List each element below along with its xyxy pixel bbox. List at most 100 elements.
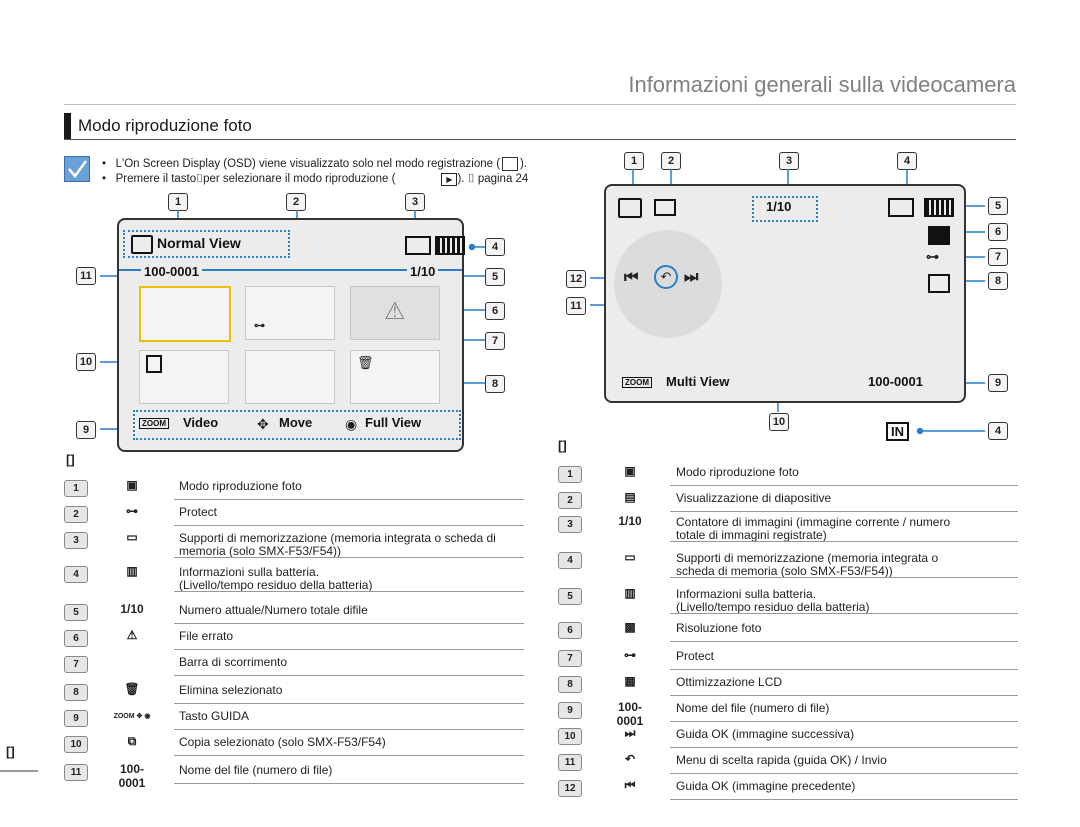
key-icon: ⊶	[254, 320, 265, 332]
table-row: 2▤Visualizzazione di diapositive	[558, 490, 1018, 512]
r-callout-5: 5	[988, 197, 1008, 215]
resolution-icon: ▩	[624, 620, 636, 634]
photo-mode-icon	[502, 157, 519, 171]
row-divider	[670, 747, 1018, 748]
next-icon[interactable]: ⏭	[684, 269, 699, 286]
row-text: Modo riproduzione foto	[676, 465, 799, 479]
guide-move: Move	[279, 415, 313, 430]
row-number: 1	[64, 480, 88, 497]
table-row: 6▩Risoluzione foto	[558, 620, 1018, 642]
row-divider	[174, 729, 524, 730]
row-number: 2	[558, 492, 582, 509]
callout-8: 8	[485, 375, 505, 393]
prev-icon[interactable]: ⏮	[624, 269, 639, 286]
ok-icon: ◉	[345, 416, 358, 432]
page-marker: []	[6, 744, 15, 759]
row-divider	[670, 485, 1018, 486]
table-row: 10⏭Guida OK (immagine successiva)	[558, 726, 1018, 748]
row-divider	[174, 557, 524, 558]
row-number: 3	[558, 516, 582, 533]
row-number: 3	[64, 532, 88, 549]
r-callout-10: 10	[769, 413, 789, 431]
counter-box	[752, 196, 818, 222]
lcd-icon: ▦	[624, 674, 636, 688]
row-number: 5	[64, 604, 88, 621]
thumb-1-selected[interactable]	[139, 286, 231, 342]
table-row: 4▥Informazioni sulla batteria.(Livello/t…	[64, 564, 524, 592]
photo-mode-icon: ▣	[126, 478, 138, 492]
key-icon: ⊶	[926, 249, 939, 264]
callout-10: 10	[76, 353, 96, 371]
row-text: Contatore di immagini (immagine corrente…	[676, 515, 951, 542]
thumb-6[interactable]: 🗑	[350, 350, 440, 404]
thumb-2[interactable]: ⊶	[245, 286, 335, 340]
callout-4: 4	[485, 238, 505, 256]
thumb-5[interactable]	[245, 350, 335, 404]
row-number: 8	[64, 684, 88, 701]
memory-card-icon	[405, 236, 431, 255]
row-text-2: scheda di memoria (solo SMX-F53/F54))	[676, 564, 893, 578]
row-divider	[670, 541, 1018, 542]
table-row: 8▦Ottimizzazione LCD	[558, 674, 1018, 696]
row-divider	[670, 669, 1018, 670]
return-icon[interactable]: ↶	[654, 265, 678, 289]
row-text: Visualizzazione di diapositive	[676, 491, 832, 505]
footer-line	[0, 770, 38, 772]
mode-label: Normal View	[157, 235, 241, 251]
row-number: 10	[558, 728, 582, 745]
copy-icon	[146, 355, 162, 373]
table-row: 3▭Supporti di memorizzazione (memoria in…	[64, 530, 524, 558]
row-divider	[670, 721, 1018, 722]
row-number: 6	[64, 630, 88, 647]
row-number: 5	[558, 588, 582, 605]
row-divider	[174, 649, 524, 650]
key-icon: ⊶	[624, 648, 636, 662]
scroll-line	[119, 269, 462, 271]
row-number: 11	[64, 764, 88, 781]
callout-11: 11	[76, 267, 96, 285]
r-callout-1: 1	[624, 152, 644, 170]
row-divider	[174, 525, 524, 526]
row-divider	[670, 577, 1018, 578]
row-divider	[670, 613, 1018, 614]
right-table-marker: []	[558, 438, 567, 453]
table-row: 5▥Informazioni sulla batteria.(Livello/t…	[558, 586, 1018, 614]
left-table-marker: []	[66, 452, 75, 467]
row-text-2: (Livello/tempo residuo della batteria)	[179, 578, 373, 592]
counter: 1/10	[407, 264, 439, 279]
thumb-error[interactable]: ⚠	[350, 286, 440, 340]
row-text: Protect	[179, 505, 218, 519]
key-icon: ⊶	[126, 504, 138, 518]
row-number: 11	[558, 754, 582, 771]
memory-card-icon	[888, 198, 914, 217]
r-multi-view: Multi View	[666, 374, 730, 389]
row-divider	[670, 773, 1018, 774]
mode-button-icon: ⌷	[196, 173, 204, 186]
r-callout-12: 12	[566, 270, 586, 288]
callout-3: 3	[405, 193, 425, 211]
row-number: 2	[64, 506, 88, 523]
row-number: 12	[558, 780, 582, 797]
table-row: 6⚠File errato	[64, 628, 524, 650]
table-row: 11↶Menu di scelta rapida (guida OK) / In…	[558, 752, 1018, 774]
callout-1: 1	[168, 193, 188, 211]
row-number: 7	[64, 656, 88, 673]
photo-mode-icon: ▣	[624, 464, 636, 478]
row-text: Informazioni sulla batteria.(Livello/tem…	[179, 565, 373, 592]
row-divider	[174, 591, 524, 592]
r-zoom-icon: ZOOM	[622, 377, 652, 388]
r-counter: 1/10	[766, 199, 792, 214]
row-icon-text: 100-0001	[118, 762, 146, 790]
row-divider	[174, 755, 524, 756]
row-divider	[670, 511, 1018, 512]
move-icon: ✥	[257, 416, 269, 432]
thumb-4[interactable]	[139, 350, 229, 404]
guide-video: Video	[183, 415, 219, 430]
callout-5: 5	[485, 268, 505, 286]
section-bar	[64, 113, 71, 139]
header-divider	[64, 104, 1016, 105]
